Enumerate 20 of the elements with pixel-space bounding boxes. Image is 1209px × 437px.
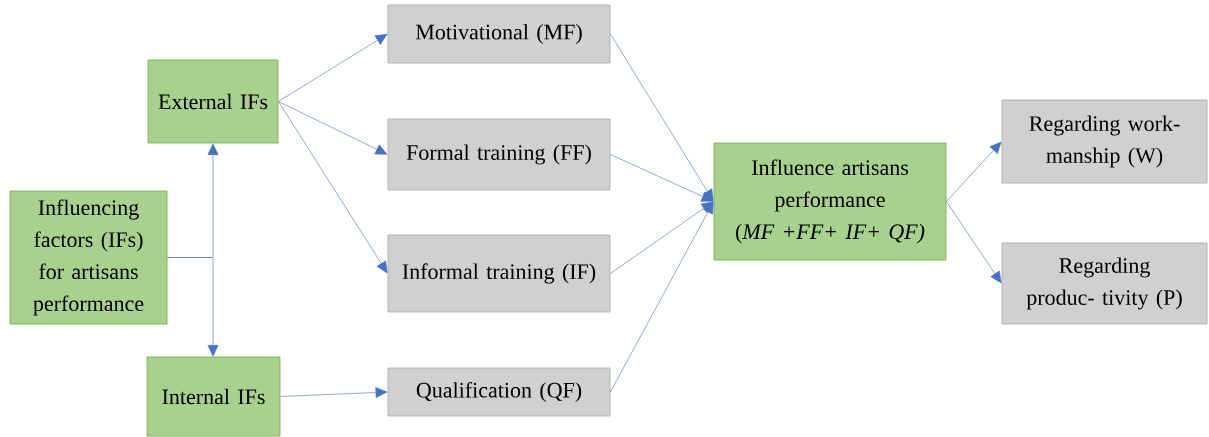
factor-box: Formal training (FF) [387, 118, 611, 191]
arrow [278, 101, 388, 155]
arrow [278, 101, 388, 274]
factor-box: Informal training (IF) [387, 234, 611, 313]
factor-box: Qualification (QF) [387, 367, 611, 417]
factor-box: Internal IFs [146, 356, 281, 437]
factor-box: Regarding work- manship (W) [1001, 99, 1208, 184]
arrow [946, 201, 1002, 284]
factor-box: Influence artisans performance (MF +FF+ IF+ QF) [713, 142, 947, 261]
arrow [610, 33, 714, 202]
factor-box: External IFs [147, 59, 279, 144]
arrow [278, 34, 388, 102]
arrow [167, 257, 219, 357]
arrow [610, 154, 714, 202]
arrow [610, 201, 714, 393]
factor-box: Regarding produc- tivity (P) [1001, 242, 1208, 325]
factor-box: Motivational (MF) [387, 4, 611, 64]
arrow [280, 387, 388, 398]
factor-box: Influencing factors (IFs) for artisans performance [9, 190, 168, 325]
arrow [946, 141, 1002, 202]
